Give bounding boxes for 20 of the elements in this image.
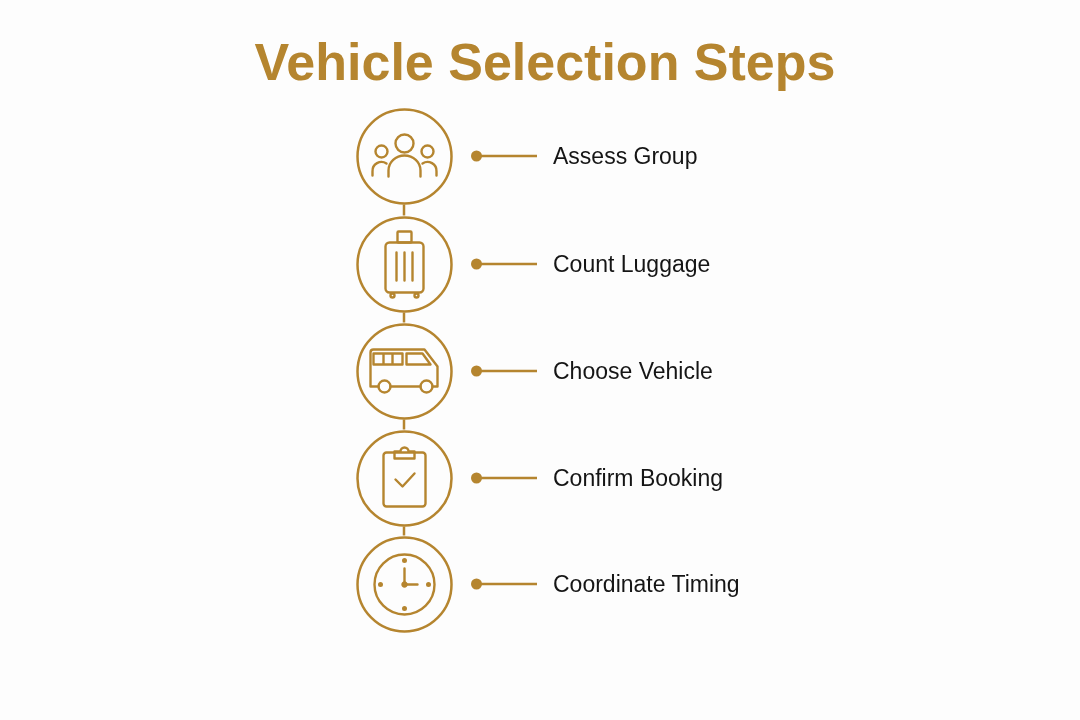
connector-line [471,258,537,270]
connector-line [471,578,537,590]
step-label: Assess Group [553,142,698,170]
connector-line [471,472,537,484]
step-label: Choose Vehicle [553,357,713,385]
timeline-line [402,204,406,216]
connector-line [471,150,537,162]
connector-line [471,365,537,377]
timeline-line [402,419,406,430]
timeline-line [402,312,406,323]
step-circle [355,429,453,527]
title: Vehicle Selection Steps [254,32,836,93]
step-label: Count Luggage [553,250,711,278]
step-circle [355,215,453,313]
timeline-line [402,526,406,536]
step-circle [355,107,453,205]
step-circle [355,535,453,633]
step-label: Coordinate Timing [553,570,740,598]
step-circle [355,322,453,420]
step-label: Confirm Booking [553,464,724,492]
